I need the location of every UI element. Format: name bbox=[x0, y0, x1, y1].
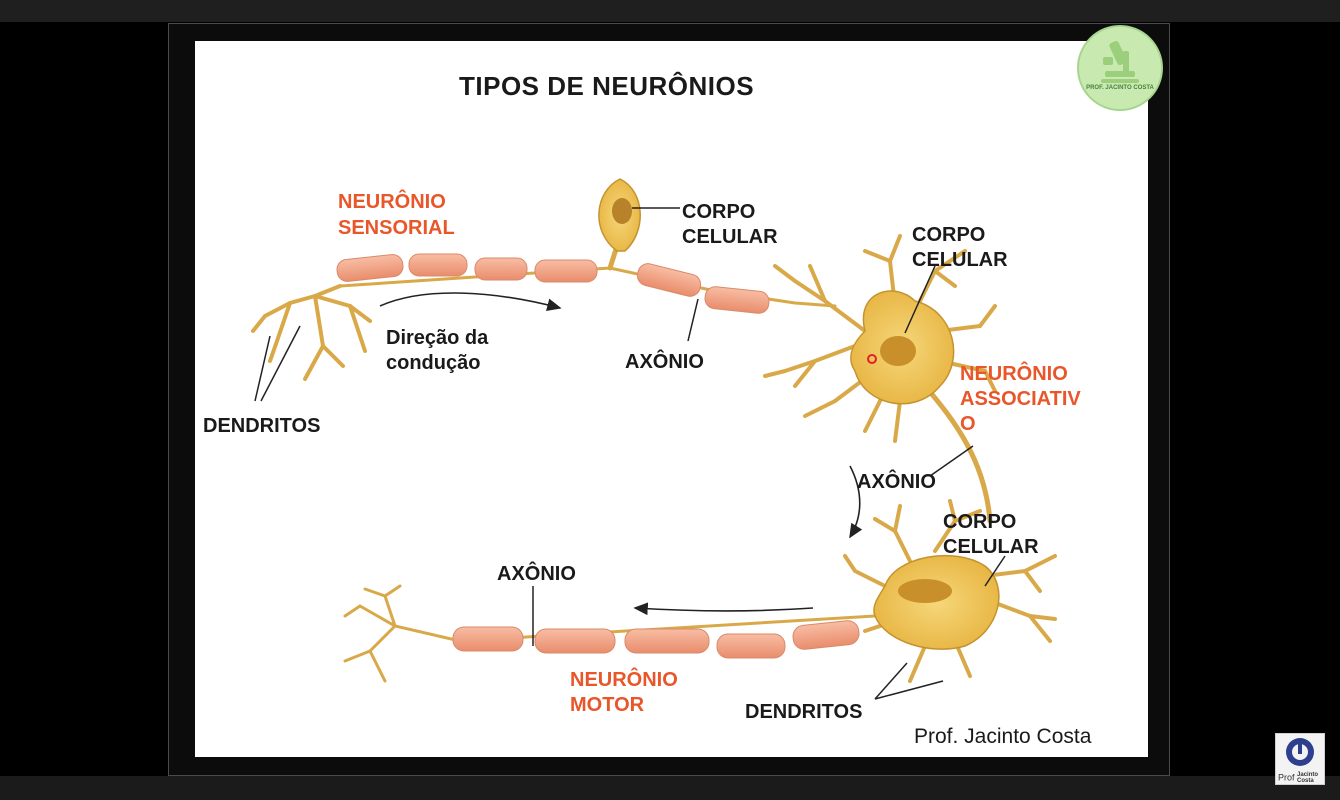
associative-neuron-label-3: O bbox=[960, 413, 976, 435]
cell-body-label-3b: CELULAR bbox=[943, 536, 1039, 558]
motor-neuron-label-2: MOTOR bbox=[570, 694, 645, 716]
microscope-icon bbox=[1101, 40, 1139, 83]
watermark-name-1: Jacinto bbox=[1297, 772, 1319, 778]
axon-label-1: AXÔNIO bbox=[625, 351, 704, 373]
watermark-name-2: Costa bbox=[1297, 778, 1314, 784]
sensory-myelin bbox=[336, 253, 770, 314]
dendrites-label-1: DENDRITOS bbox=[203, 415, 321, 437]
channel-logo: PROF. JACINTO COSTA bbox=[1077, 25, 1163, 111]
sensory-neuron-label-2: SENSORIAL bbox=[338, 217, 455, 239]
associative-neuron-label-1: NEURÔNIO bbox=[960, 363, 1068, 385]
cell-body-label-2a: CORPO bbox=[912, 224, 986, 246]
sensory-neuron-label-1: NEURÔNIO bbox=[338, 191, 446, 213]
motor-cell-body bbox=[873, 554, 1000, 650]
motor-neuron-label-1: NEURÔNIO bbox=[570, 669, 678, 691]
cell-body-label-2b: CELULAR bbox=[912, 249, 1008, 271]
direction-label-2: condução bbox=[386, 352, 481, 374]
sensory-cell-body bbox=[598, 178, 641, 252]
logo-text: PROF. JACINTO COSTA bbox=[1086, 85, 1154, 91]
direction-label-1: Direção da bbox=[386, 327, 489, 349]
channel-watermark[interactable]: Prof Jacinto Costa bbox=[1275, 733, 1325, 785]
cell-body-label-1b: CELULAR bbox=[682, 226, 778, 248]
dendrites-label-2: DENDRITOS bbox=[745, 701, 863, 723]
axon-label-2: AXÔNIO bbox=[857, 471, 936, 493]
motor-dendrites bbox=[843, 499, 1057, 683]
associative-neuron-label-2: ASSOCIATIV bbox=[960, 388, 1081, 410]
top-bar bbox=[0, 0, 1340, 22]
leader-lines bbox=[254, 207, 1006, 700]
bottom-bar bbox=[0, 776, 1340, 800]
associative-cell-body bbox=[850, 290, 955, 405]
axon-label-3: AXÔNIO bbox=[497, 563, 576, 585]
watermark-logo-icon bbox=[1286, 738, 1314, 766]
conduction-arrow-top bbox=[379, 292, 562, 311]
conduction-arrow-right bbox=[849, 465, 863, 539]
conduction-arrow-bottom bbox=[633, 602, 814, 616]
neuron-diagram bbox=[251, 178, 1057, 700]
watermark-prefix: Prof bbox=[1278, 772, 1295, 783]
motor-myelin bbox=[452, 620, 860, 659]
motor-axon-terminals bbox=[343, 584, 462, 683]
cell-body-label-1a: CORPO bbox=[682, 201, 756, 223]
slide-title: TIPOS DE NEURÔNIOS bbox=[459, 71, 755, 101]
slide: TIPOS DE NEURÔNIOS NEURÔNIO SENSORIAL CO… bbox=[195, 25, 1163, 757]
watermark-text: Prof Jacinto Costa bbox=[1278, 772, 1318, 784]
sensory-dendrites bbox=[251, 284, 372, 381]
motor-neuron bbox=[343, 499, 1057, 683]
cell-body-label-3a: CORPO bbox=[943, 511, 1017, 533]
author-credit: Prof. Jacinto Costa bbox=[914, 725, 1092, 748]
